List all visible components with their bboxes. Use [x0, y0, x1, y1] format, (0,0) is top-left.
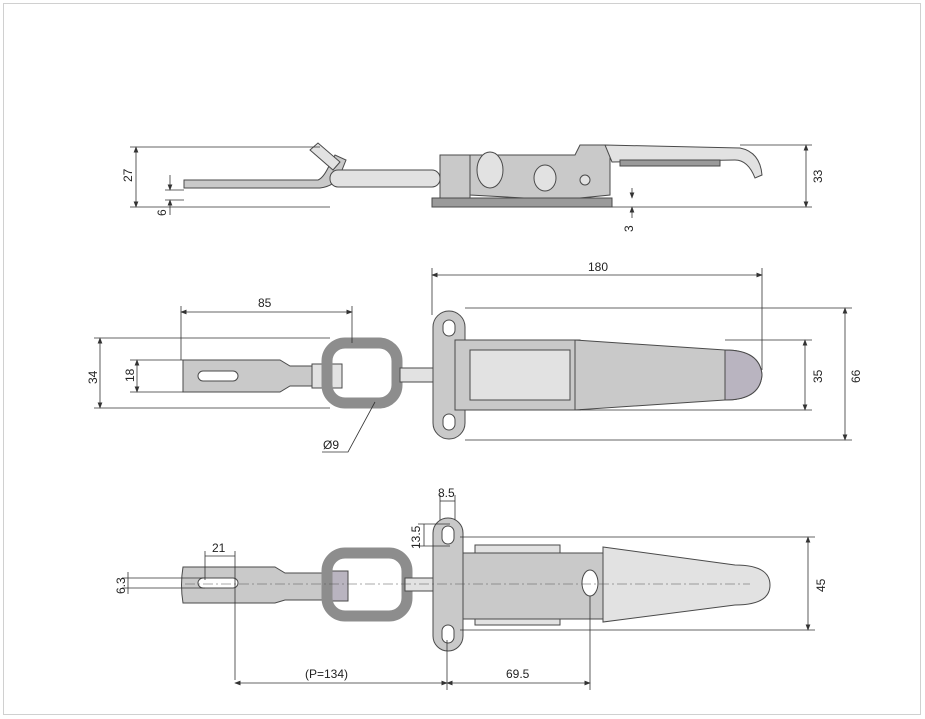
dim-45: 45: [814, 578, 828, 592]
shackle-loop: [321, 337, 403, 409]
dim-8-5: 8.5: [438, 486, 455, 500]
dim-21: 21: [212, 541, 226, 555]
pivot-block: [439, 154, 471, 206]
rod-side: [329, 169, 441, 188]
hole: [579, 174, 591, 186]
body-bottom: [462, 552, 604, 620]
dim-18: 18: [123, 368, 137, 382]
dim-27: 27: [121, 168, 135, 182]
lever-side: [604, 144, 763, 179]
rivet: [476, 151, 504, 189]
hasp-bend: [309, 142, 341, 171]
body-inner: [469, 349, 571, 401]
dim-6-3: 6.3: [114, 577, 128, 594]
dim-34: 34: [86, 370, 100, 384]
side-view: 27 6 33 3: [121, 142, 825, 232]
dim-66: 66: [849, 369, 863, 383]
hasp-side: [183, 154, 347, 189]
base-plate-side: [431, 197, 613, 208]
top-view: 180 85 34 18 35 66 Ø9: [86, 260, 863, 453]
dim-180: 180: [588, 260, 608, 274]
dim-6: 6: [155, 209, 169, 216]
dim-3: 3: [622, 225, 636, 232]
frame-border: [3, 3, 921, 715]
dim-85: 85: [258, 296, 272, 310]
rivet: [533, 164, 557, 192]
dim-35: 35: [811, 369, 825, 383]
hasp-slot: [197, 577, 239, 589]
dim-33: 33: [811, 169, 825, 183]
dim-69-5: 69.5: [506, 667, 530, 681]
dim-13-5: 13.5: [409, 525, 423, 549]
dim-pitch-134: (P=134): [305, 667, 348, 681]
lever-bottom: [602, 546, 771, 623]
dim-diameter-9: Ø9: [323, 438, 339, 452]
stem: [404, 577, 436, 592]
bottom-view: 8.5 13.5 21 6.3 45 (P=134) 69.5: [114, 486, 828, 690]
hasp-slot: [197, 370, 239, 382]
lever-underside: [619, 159, 721, 167]
